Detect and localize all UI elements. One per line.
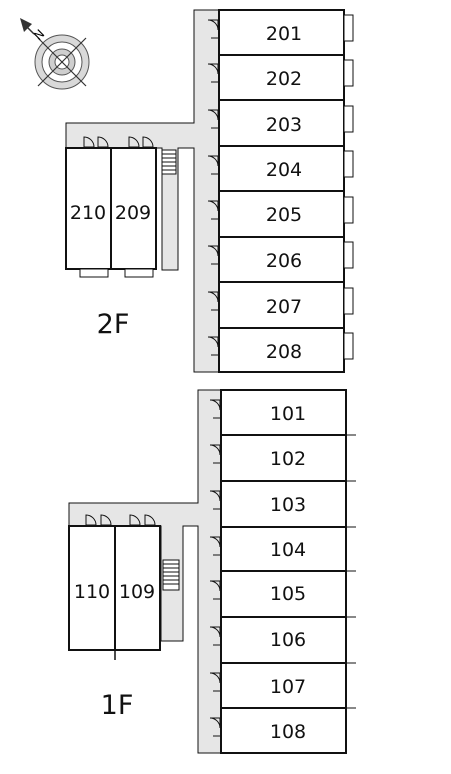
unit-208[interactable]: 208 [218,327,354,373]
unit-number-201: 201 [266,23,302,45]
floor-2f: 201 202 203 204 205 [65,9,354,373]
unit-number-103: 103 [270,494,306,516]
unit-number-109: 109 [119,581,155,603]
floor-1f: 101 102 103 104 105 [68,389,356,754]
door-symbols-side-2f [83,136,154,148]
unit-number-204: 204 [266,159,302,181]
unit-number-107: 107 [270,676,306,698]
unit-number-105: 105 [270,583,306,605]
side-wing-1f: 110 109 [68,514,180,660]
unit-number-104: 104 [270,539,306,561]
compass-rose-icon: N [20,18,90,90]
door-symbols-1f [209,399,221,737]
stair-icon [161,149,177,175]
unit-number-203: 203 [266,114,302,136]
unit-number-108: 108 [270,721,306,743]
side-wing-2f: 210 209 [65,136,177,278]
unit-number-102: 102 [270,448,306,470]
unit-number-202: 202 [266,68,302,90]
unit-102[interactable]: 102 [220,434,356,482]
unit-209[interactable]: 209 [110,147,157,278]
unit-202[interactable]: 202 [218,54,354,101]
floor-label-1f: 1F [101,690,134,721]
door-symbols-2f [207,19,219,356]
unit-number-106: 106 [270,629,306,651]
unit-210[interactable]: 210 [65,147,112,278]
unit-203[interactable]: 203 [218,99,354,147]
unit-number-101: 101 [270,403,306,425]
unit-107[interactable]: 107 [220,662,356,709]
main-wing-1f: 101 102 103 104 105 [220,389,356,754]
unit-105[interactable]: 105 [220,570,356,618]
unit-104[interactable]: 104 [220,526,356,572]
unit-206[interactable]: 206 [218,236,354,283]
unit-204[interactable]: 204 [218,145,354,192]
unit-number-207: 207 [266,296,302,318]
main-wing-2f: 201 202 203 204 205 [218,9,354,373]
unit-110[interactable]: 110 [68,525,116,651]
floor-label-2f: 2F [97,309,130,340]
unit-number-206: 206 [266,250,302,272]
unit-number-205: 205 [266,204,302,226]
unit-number-208: 208 [266,341,302,363]
unit-205[interactable]: 205 [218,190,354,238]
unit-101[interactable]: 101 [220,389,347,436]
unit-201[interactable]: 201 [218,9,354,56]
unit-103[interactable]: 103 [220,480,356,528]
unit-207[interactable]: 207 [218,281,354,329]
unit-number-209: 209 [115,202,151,224]
unit-106[interactable]: 106 [220,616,356,664]
door-symbols-side-1f [85,514,156,526]
unit-number-110: 110 [74,581,110,603]
unit-108[interactable]: 108 [220,707,356,754]
unit-number-210: 210 [70,202,106,224]
stair-icon [162,559,180,591]
unit-109[interactable]: 109 [114,525,161,651]
